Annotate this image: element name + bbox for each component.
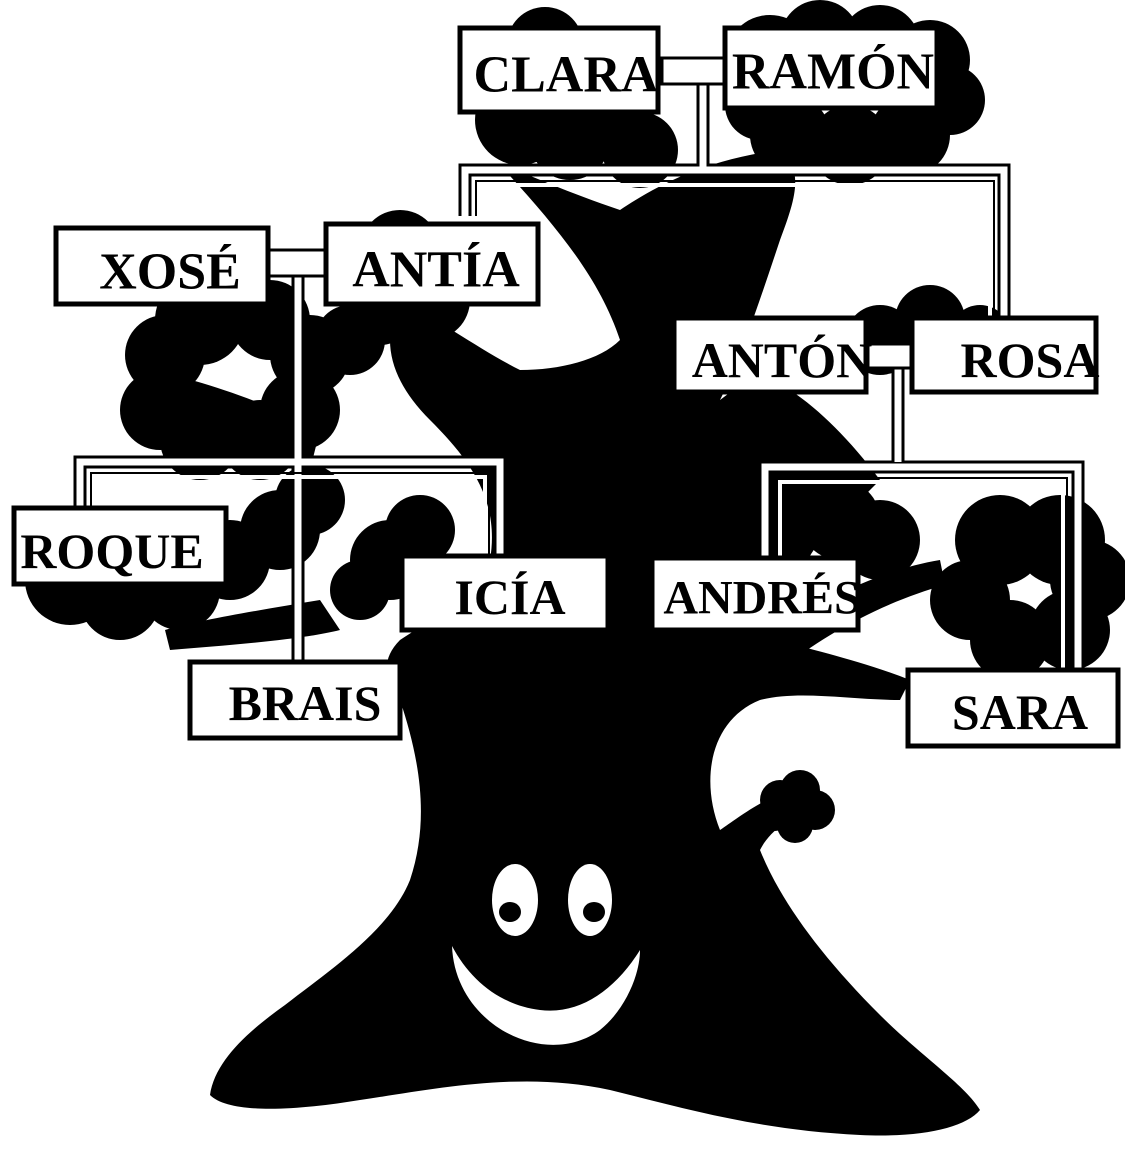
name-box-brais: BRAIS [190,662,400,738]
name-label: ANDRÉS [663,572,860,625]
name-label: XOSÉ [99,243,241,301]
name-label: SARA [952,684,1088,740]
name-box-rosa: ROSA [912,318,1099,392]
name-box-xose: XOSÉ [56,228,268,304]
name-box-anton: ANTÓN [674,318,872,392]
name-box-andres: ANDRÉS [652,558,861,630]
name-box-antia: ANTÍA [326,224,538,304]
left-eye [492,864,538,936]
name-label: ICÍA [454,569,565,625]
name-box-clara: CLARA [460,28,659,112]
right-eye [568,864,612,936]
name-label: ROSA [961,332,1100,388]
name-label: CLARA [474,47,659,104]
joint-grandparents [662,58,730,84]
joint-parents-left [262,250,332,276]
right-pupil [583,902,605,922]
name-label: ROQUE [20,523,203,579]
name-label: ANTÍA [352,241,520,299]
name-box-icia: ICÍA [402,556,608,630]
left-pupil [499,902,521,922]
name-label: BRAIS [229,675,382,731]
canopy-right [930,495,1125,680]
name-label: ANTÓN [692,332,873,388]
name-box-sara: SARA [908,670,1118,746]
name-box-ramon: RAMÓN [725,28,937,108]
name-label: RAMÓN [732,43,934,101]
name-box-roque: ROQUE [14,508,226,584]
